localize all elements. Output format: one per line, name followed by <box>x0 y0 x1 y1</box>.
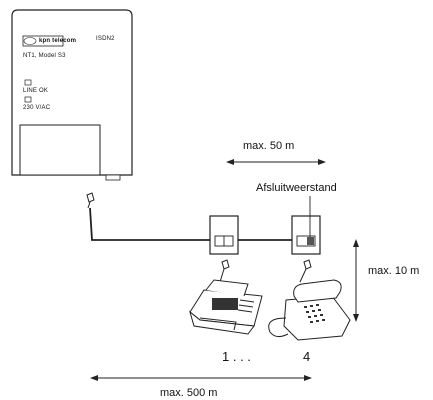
device-cover-panel <box>19 124 101 176</box>
arrow-max-10 <box>353 239 359 322</box>
fax-machine <box>189 279 263 335</box>
wall-socket-2 <box>291 215 321 255</box>
device-connector <box>105 174 121 181</box>
model-name: NT1, Model S3 <box>23 53 66 59</box>
keypad <box>304 304 325 323</box>
bus-cable-1 <box>89 207 215 241</box>
label-max-500: max. 500 m <box>160 387 218 399</box>
label-terminator: Afsluitweerstand <box>256 182 337 194</box>
line-ok-led <box>24 79 32 86</box>
label-device-range: 1 . . . <box>222 349 251 364</box>
plug-2 <box>299 259 312 283</box>
nt1-plug <box>86 192 95 209</box>
label-max-50: max. 50 m <box>243 140 295 152</box>
kpn-logo <box>22 35 64 47</box>
telephone <box>268 279 351 341</box>
arrow-max-500 <box>90 375 312 381</box>
brand-logo-text: kpn telecom <box>39 38 77 44</box>
line-ok-label: LINE OK <box>23 88 49 94</box>
terminator-resistor <box>307 237 314 245</box>
power-label: 230 V/AC <box>23 105 51 111</box>
wall-socket-1 <box>209 215 239 255</box>
nt1-device <box>11 9 133 181</box>
label-max-10: max. 10 m <box>368 265 420 277</box>
arrow-max-50 <box>226 159 326 165</box>
power-led <box>24 96 32 103</box>
label-device-last: 4 <box>303 349 311 364</box>
plug-1 <box>219 259 230 283</box>
model-tag: ISDN2 <box>96 36 115 42</box>
